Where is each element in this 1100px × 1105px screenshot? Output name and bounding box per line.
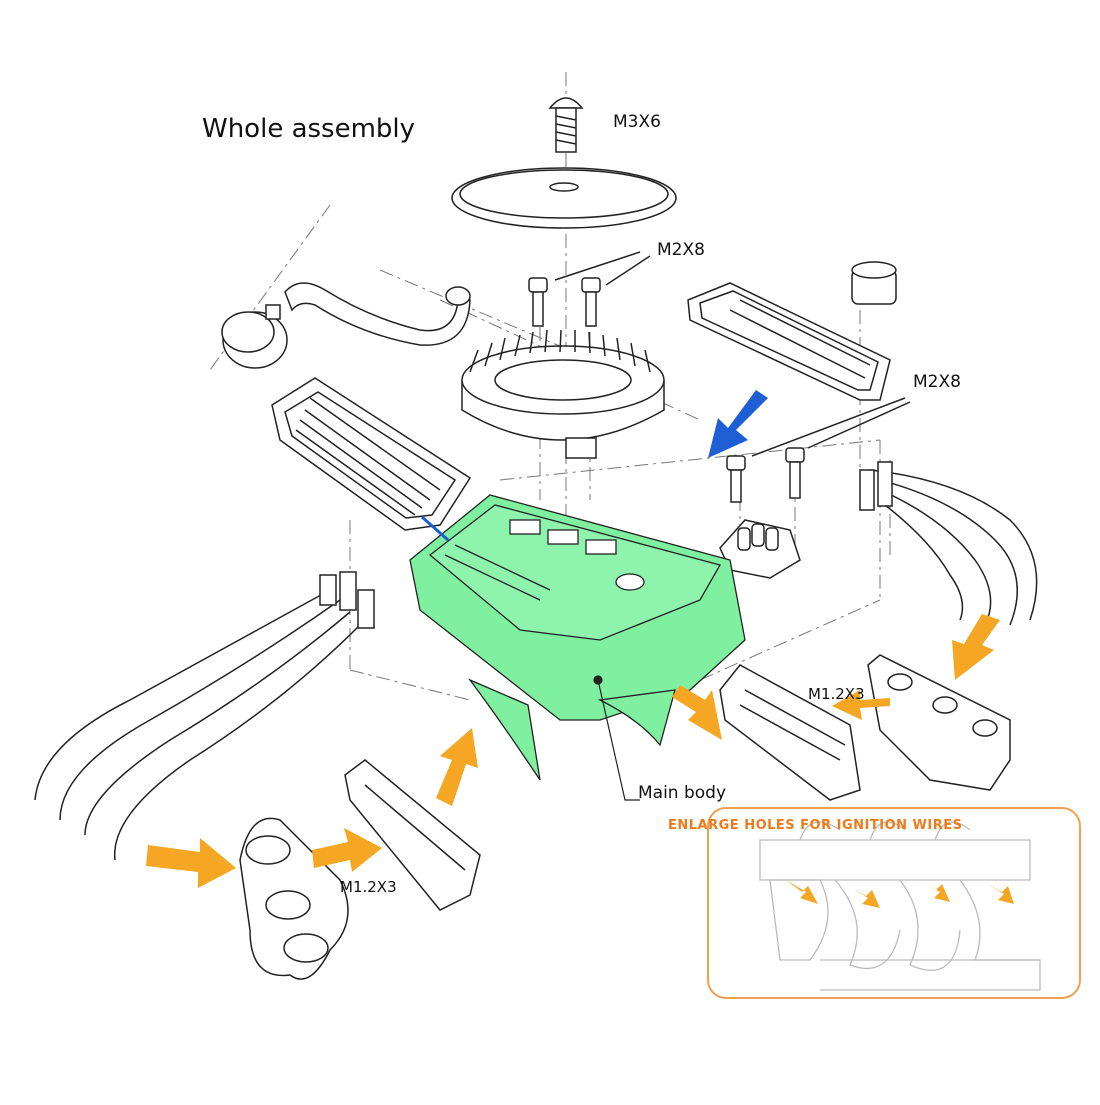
label-screw-m2x8-right: M2X8 xyxy=(913,372,961,392)
left-exhaust-manifold xyxy=(239,817,349,980)
left-rocker-cover xyxy=(271,377,472,531)
right-ignition-wires xyxy=(859,461,1038,626)
leader-lines xyxy=(593,675,640,801)
label-screw-m12x3-left: M1.2X3 xyxy=(340,878,397,896)
screw-m2x8-top-pair xyxy=(528,251,651,327)
inset-caption: ENLARGE HOLES FOR IGNITION WIRES xyxy=(668,818,963,833)
label-screw-m3x6: M3X6 xyxy=(613,112,661,132)
label-main-body: Main body xyxy=(638,783,727,803)
main-body-block xyxy=(409,494,746,781)
blue-pointer-line xyxy=(421,515,449,542)
left-ignition-wires xyxy=(34,571,375,861)
air-filter-lid xyxy=(451,167,677,229)
oil-cap xyxy=(851,261,897,305)
left-valve-bracket xyxy=(344,759,481,911)
inset-box xyxy=(707,807,1081,999)
right-valve-bracket xyxy=(719,664,861,801)
screw-m2x8-right-pair xyxy=(726,397,911,503)
diagram-title: Whole assembly xyxy=(202,114,416,144)
orange-assembly-arrows xyxy=(146,614,1000,888)
label-screw-m12x3-right: M1.2X3 xyxy=(808,685,865,703)
air-cleaner-base xyxy=(461,329,665,459)
breather-hose xyxy=(221,282,471,369)
right-rocker-cover xyxy=(687,282,891,401)
right-exhaust-manifold xyxy=(867,654,1011,791)
screw-m3x6 xyxy=(548,97,584,153)
distributor xyxy=(719,519,801,579)
blue-arrow xyxy=(708,390,768,458)
label-screw-m2x8-top: M2X8 xyxy=(657,240,705,260)
